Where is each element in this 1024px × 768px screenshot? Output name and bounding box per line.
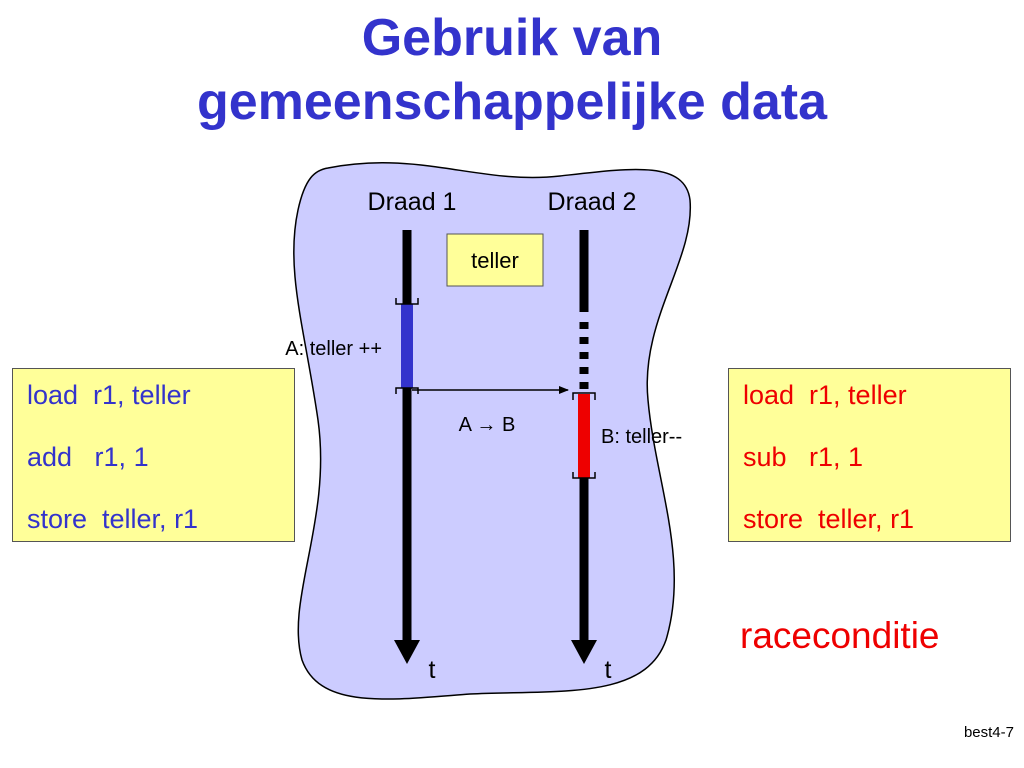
segment-a-bar (401, 304, 413, 388)
segment-b-bracket-top (572, 392, 596, 400)
shared-region (293, 162, 691, 700)
thread-2-arrowhead (571, 640, 597, 664)
code-line: add r1, 1 (27, 442, 149, 472)
code-line: store teller, r1 (743, 504, 915, 534)
shared-variable-box (446, 233, 544, 287)
slide-title: Gebruik van gemeenschappelijke data (0, 6, 1024, 134)
time-label-thread-1: t (429, 656, 436, 684)
shared-variable-label: teller (471, 248, 519, 273)
thread-1-label: Draad 1 (368, 188, 457, 216)
title-line-1: Gebruik van (361, 9, 663, 67)
code-line: sub r1, 1 (743, 442, 864, 472)
ordering-label: A → B (459, 414, 516, 436)
code-line: store teller, r1 (27, 504, 199, 534)
segment-a-bracket-bottom (395, 387, 419, 394)
code-line: load r1, teller (743, 380, 907, 410)
code-line: load r1, teller (27, 380, 191, 410)
segment-b-bracket-bottom (572, 472, 596, 479)
title-line-2: gemeenschappelijke data (196, 73, 828, 131)
race-condition-label: raceconditie (740, 615, 940, 656)
thread-1-code-box: load r1, teller add r1, 1 store teller, … (12, 368, 295, 542)
thread-1-arrowhead (394, 640, 420, 664)
segment-b-label: B: teller-- (601, 426, 682, 448)
slide-id: best4-7 (963, 724, 1014, 741)
thread-2-label: Draad 2 (548, 188, 637, 216)
segment-b-bar (578, 394, 590, 478)
time-label-thread-2: t (605, 656, 612, 684)
segment-a-bracket-top (395, 298, 419, 305)
segment-a-label: A: teller ++ (285, 338, 382, 360)
thread-2-code-box: load r1, teller sub r1, 1 store teller, … (728, 368, 1011, 542)
